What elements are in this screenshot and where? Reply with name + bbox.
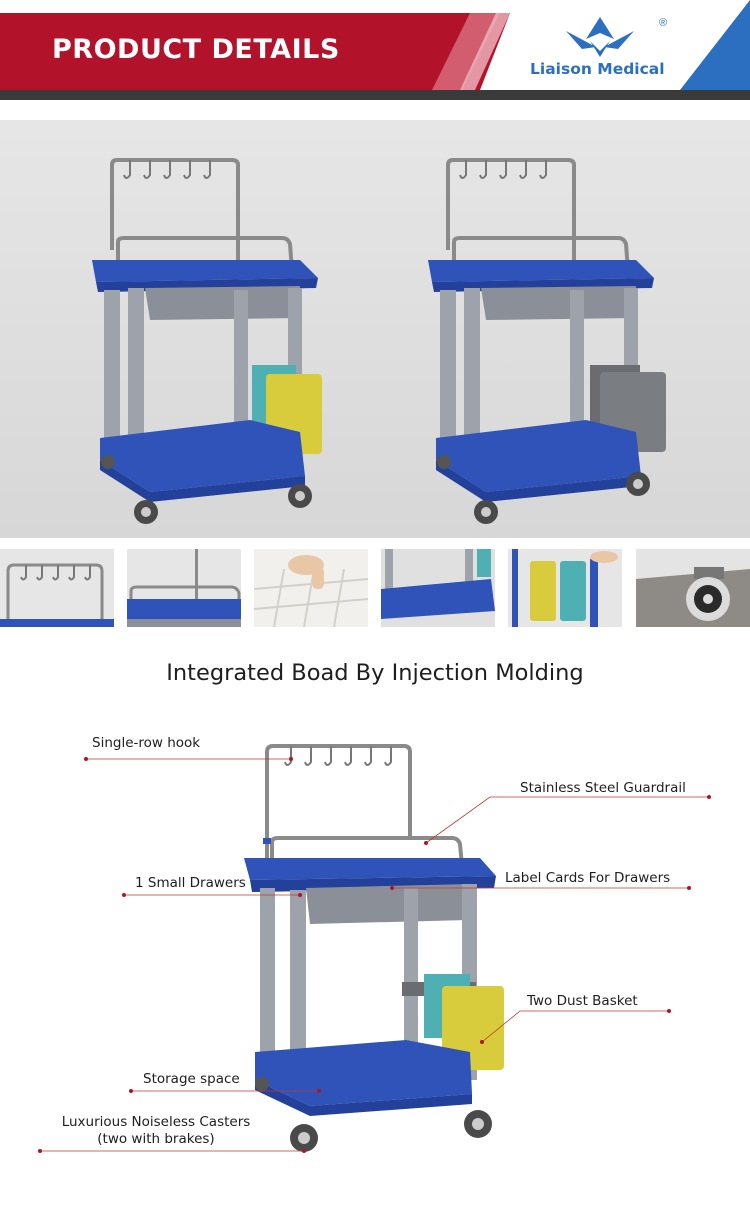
label-cards-callout-label: Label Cards For Drawers [505, 870, 671, 886]
page-header: PRODUCT DETAILS Liaison Medical ® [0, 0, 750, 100]
hook-callout-label: Single-row hook [92, 735, 201, 751]
bottom-shelf-thumbnail[interactable] [381, 549, 495, 627]
casters-callout-label: Luxurious Noiseless Casters (two with br… [58, 1114, 254, 1148]
brand-name: Liaison Medical [530, 60, 665, 78]
guardrail-callout-label: Stainless Steel Guardrail [520, 780, 686, 796]
title-banner [0, 13, 510, 90]
hook-rail-thumbnail[interactable] [0, 549, 114, 627]
header-graphic [0, 0, 750, 100]
product-photo [0, 120, 750, 538]
brand-logo-icon [566, 17, 634, 57]
banner-stripe [432, 13, 500, 90]
drawer-dividers-thumbnail[interactable] [254, 549, 368, 627]
guardrail-leader-line [425, 796, 709, 844]
trolley-diagram-icon [244, 744, 504, 1152]
page-title: PRODUCT DETAILS [52, 34, 340, 65]
medical-trolley-pair-image [92, 158, 666, 524]
storage-callout-label: Storage space [143, 1071, 240, 1087]
callout-endpoints [38, 757, 711, 1153]
corner-accent [680, 0, 750, 90]
callout-leader-lines [40, 758, 709, 1152]
dust-basket-leader-line [481, 1010, 669, 1043]
section-heading: Integrated Boad By Injection Molding [166, 660, 584, 686]
header-underline [0, 90, 750, 100]
registered-mark: ® [659, 17, 668, 29]
banner-stripe-light [460, 13, 510, 90]
casters-callout-line2: (two with brakes) [97, 1131, 215, 1147]
trolley-left-icon [92, 158, 322, 524]
trolley-right-icon [428, 158, 666, 524]
guardrail-thumbnail[interactable] [127, 549, 241, 627]
drawers-callout-label: 1 Small Drawers [135, 875, 246, 891]
dust-basket-callout-label: Two Dust Basket [527, 993, 638, 1009]
dust-baskets-thumbnail[interactable] [508, 549, 622, 627]
casters-callout-line1: Luxurious Noiseless Casters [61, 1114, 251, 1130]
caster-wheel-thumbnail[interactable] [636, 549, 750, 627]
